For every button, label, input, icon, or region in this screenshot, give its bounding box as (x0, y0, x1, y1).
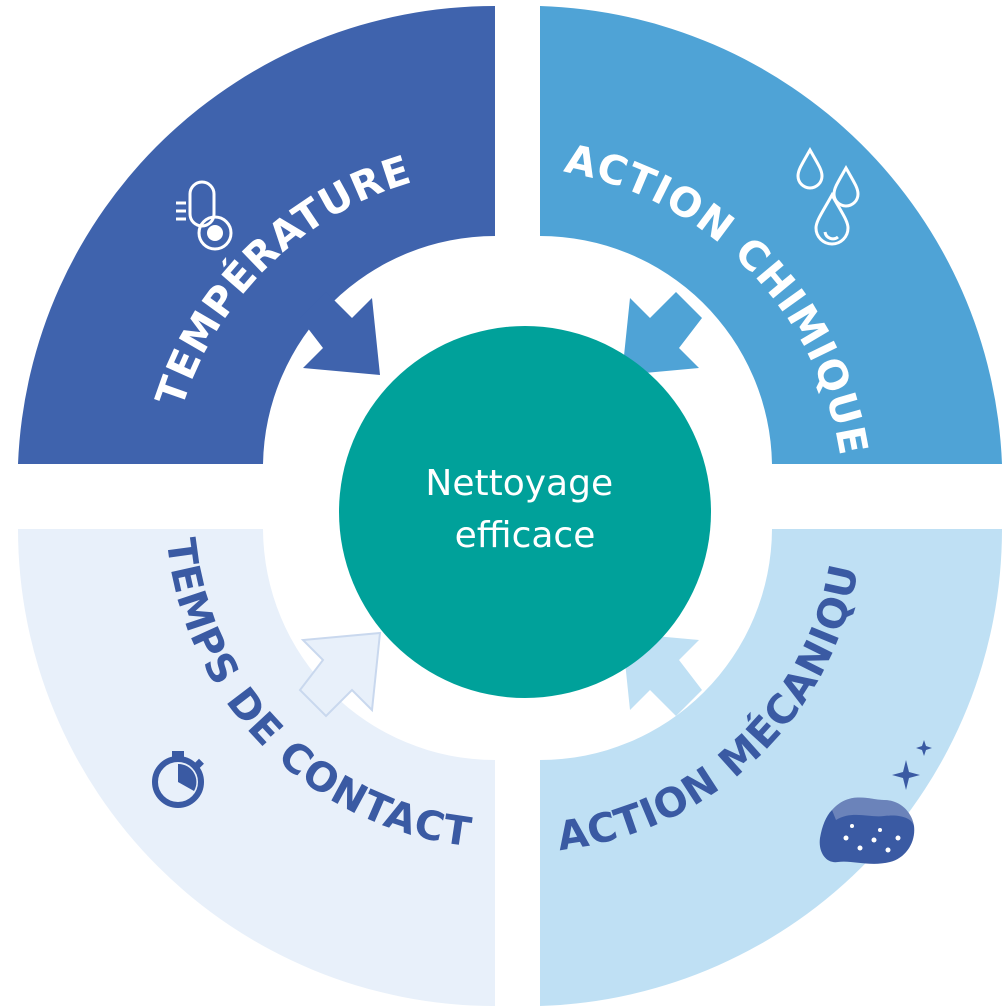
arrow-temperature (300, 292, 380, 375)
arrow-chemical (622, 292, 702, 375)
quadrant-temperature (18, 5, 495, 464)
center-circle (339, 326, 711, 698)
thermometer-icon (176, 180, 233, 251)
quadrant-chemical-action (540, 6, 1002, 464)
center-label-line1: Nettoyage (425, 463, 613, 504)
water-drops-icon (796, 146, 860, 246)
sponge-sparkle-icon (819, 740, 932, 864)
quadrant-contact-time (18, 529, 495, 1006)
arrow-contact-time (298, 631, 382, 718)
center-label: Nettoyage efficace (425, 463, 624, 556)
center-label-line2: efficace (455, 515, 596, 556)
quadrant-mechanical-action (540, 529, 1002, 1006)
